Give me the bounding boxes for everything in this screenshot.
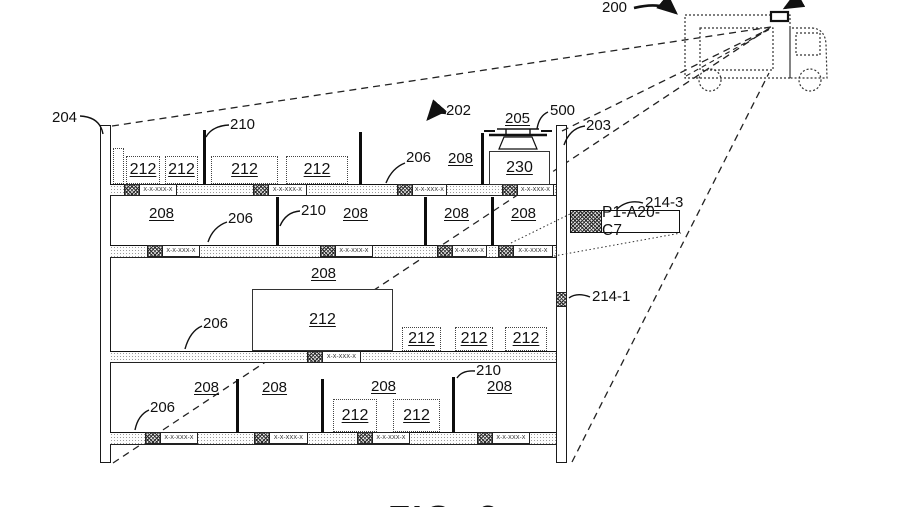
ref-206-shelf: 206	[406, 149, 432, 166]
item-box: 212	[402, 327, 441, 351]
sensor-pointer-arrow	[782, 0, 806, 10]
ref-208-bin: 208	[371, 378, 397, 395]
bin-divider	[236, 379, 239, 432]
item-box-thin	[113, 148, 124, 184]
arrow-202	[426, 99, 447, 121]
bin-divider	[481, 133, 484, 184]
shelf-tag: X-X-XXX-X	[253, 184, 307, 196]
ref-208-bin: 208	[262, 379, 288, 396]
barcode-hatch-icon	[398, 185, 413, 195]
ref-214-1-marker: 214-1	[592, 288, 631, 305]
ref-203-right-post: 203	[586, 117, 612, 134]
bin-divider	[359, 132, 362, 184]
bin-divider	[424, 197, 427, 245]
arrow-200	[633, 0, 678, 15]
barcode-hatch-icon	[503, 185, 518, 195]
bin-divider	[452, 377, 455, 432]
barcode-hatch-icon	[148, 246, 163, 256]
item-box: 212	[211, 156, 278, 184]
barcode-hatch-icon	[571, 211, 602, 232]
item-box: 212	[126, 156, 160, 184]
ref-208-bin: 208	[487, 378, 513, 395]
ref-208-bin: 208	[511, 205, 537, 222]
ref-208-bin: 208	[448, 150, 474, 167]
truck-windshield	[795, 32, 821, 56]
barcode-hatch-icon	[146, 433, 161, 443]
ref-210-divider: 210	[230, 116, 256, 133]
truck	[684, 14, 828, 92]
truck-body	[684, 14, 791, 79]
truck-wheel	[798, 68, 822, 92]
magnified-shelf-label: P1-A20-C7	[570, 203, 680, 239]
ref-202-rack: 202	[446, 102, 472, 119]
item-box: 212	[333, 399, 377, 432]
shelf-tag: X-X-XXX-X	[145, 432, 198, 444]
shelf-tag: X-X-XXX-X	[147, 245, 200, 257]
ref-500-structure: 500	[550, 102, 576, 119]
shelf-tag-magnified-source: X-X-XXX-X	[498, 245, 553, 257]
ref-206-shelf: 206	[228, 210, 254, 227]
ref-210-divider: 210	[476, 362, 502, 379]
ref-208-bin: 208	[444, 205, 470, 222]
barcode-hatch-icon	[358, 433, 373, 443]
figure-caption: FIG. 2	[388, 498, 500, 507]
shelf-tag: X-X-XXX-X	[397, 184, 447, 196]
ref-208-bin: 208	[343, 205, 369, 222]
truck-cab	[789, 27, 828, 79]
drone-station-box: 230	[489, 151, 550, 185]
barcode-hatch-icon	[499, 246, 514, 256]
bin-divider	[491, 197, 494, 245]
post-fiducial-marker	[556, 292, 567, 307]
truck-wheel	[698, 68, 722, 92]
bin-divider	[321, 379, 324, 432]
shelf-tag: X-X-XXX-X	[437, 245, 487, 257]
ref-205-drone: 205	[505, 110, 531, 127]
shelf-tag: X-X-XXX-X	[502, 184, 554, 196]
shelf-tag: X-X-XXX-X	[320, 245, 373, 257]
truck-cargo-interior	[699, 27, 774, 71]
bin-divider	[276, 197, 279, 245]
ref-206-shelf: 206	[203, 315, 229, 332]
ref-208-bin: 208	[311, 265, 337, 282]
barcode-hatch-icon	[255, 433, 270, 443]
barcode-hatch-icon	[254, 185, 269, 195]
ref-208-bin: 208	[194, 379, 220, 396]
item-box: 212	[393, 399, 440, 432]
item-box: 212	[165, 156, 198, 184]
item-box: 212	[455, 327, 493, 351]
bin-divider	[203, 130, 206, 184]
drone	[484, 128, 552, 150]
item-box: 212	[286, 156, 348, 184]
ref-210-divider: 210	[301, 202, 327, 219]
barcode-hatch-icon	[321, 246, 336, 256]
barcode-hatch-icon	[438, 246, 453, 256]
shelf-tag: X-X-XXX-X	[307, 351, 361, 363]
barcode-hatch-icon	[125, 185, 140, 195]
truck-interior-fov	[685, 28, 771, 77]
item-box: 212	[505, 327, 547, 351]
item-box-large: 212	[252, 289, 393, 351]
ref-208-bin: 208	[149, 205, 175, 222]
barcode-hatch-icon	[478, 433, 493, 443]
truck-camera-sensor	[769, 10, 790, 23]
ref-200-truck: 200	[602, 0, 628, 16]
shelf-tag: X-X-XXX-X	[357, 432, 410, 444]
shelf-tag: X-X-XXX-X	[254, 432, 308, 444]
location-code: P1-A20-C7	[602, 203, 661, 239]
shelf-tag: X-X-XXX-X	[124, 184, 177, 196]
shelf-tag: X-X-XXX-X	[477, 432, 530, 444]
ref-204-left-post: 204	[52, 109, 78, 126]
ref-206-shelf: 206	[150, 399, 176, 416]
rack-left-post	[100, 125, 111, 463]
barcode-hatch-icon	[308, 352, 323, 362]
